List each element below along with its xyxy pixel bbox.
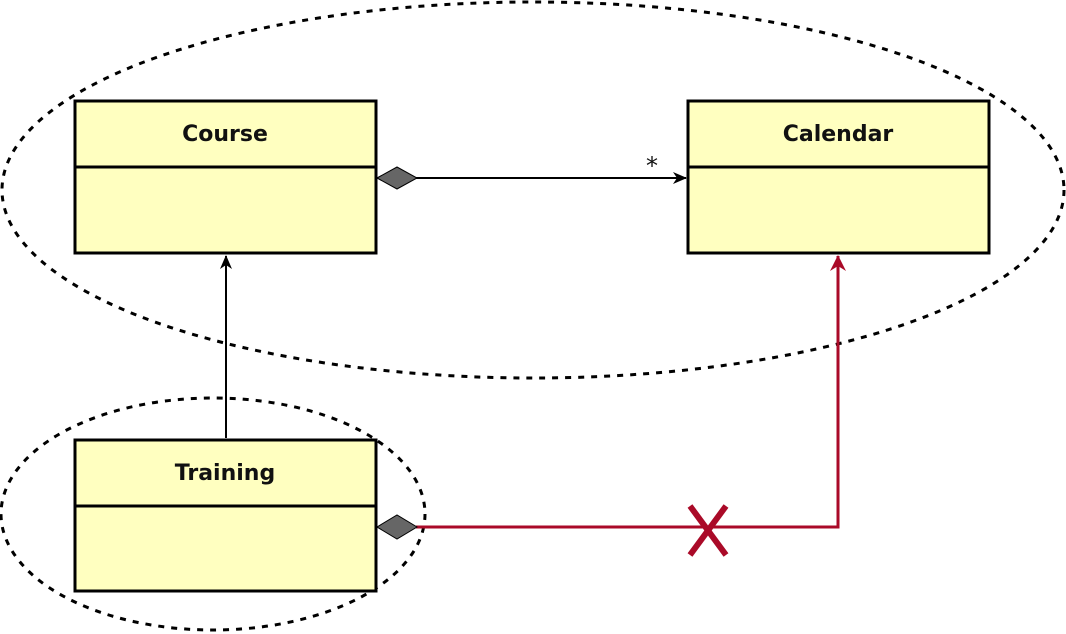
multiplicity-label: * bbox=[646, 152, 658, 180]
class-training[interactable]: Training bbox=[73, 438, 378, 593]
package-boundary-bottom bbox=[0, 396, 427, 632]
class-calendar[interactable]: Calendar bbox=[686, 99, 991, 255]
class-course-name: Course bbox=[182, 122, 268, 147]
package-boundary-top bbox=[0, 0, 1066, 380]
association-course-calendar[interactable]: * bbox=[375, 152, 687, 190]
aggregation-diamond-icon bbox=[375, 166, 419, 190]
class-training-box bbox=[73, 438, 378, 593]
aggregation-diamond-icon bbox=[376, 514, 418, 540]
forbidden-association-line bbox=[416, 255, 846, 529]
class-course-box bbox=[73, 99, 378, 255]
class-calendar-name: Calendar bbox=[783, 122, 894, 147]
class-course[interactable]: Course bbox=[73, 99, 378, 255]
cross-mark-icon bbox=[687, 504, 729, 557]
class-training-name: Training bbox=[175, 461, 275, 486]
class-calendar-box bbox=[686, 99, 991, 255]
forbidden-association-training-calendar[interactable] bbox=[376, 255, 846, 557]
